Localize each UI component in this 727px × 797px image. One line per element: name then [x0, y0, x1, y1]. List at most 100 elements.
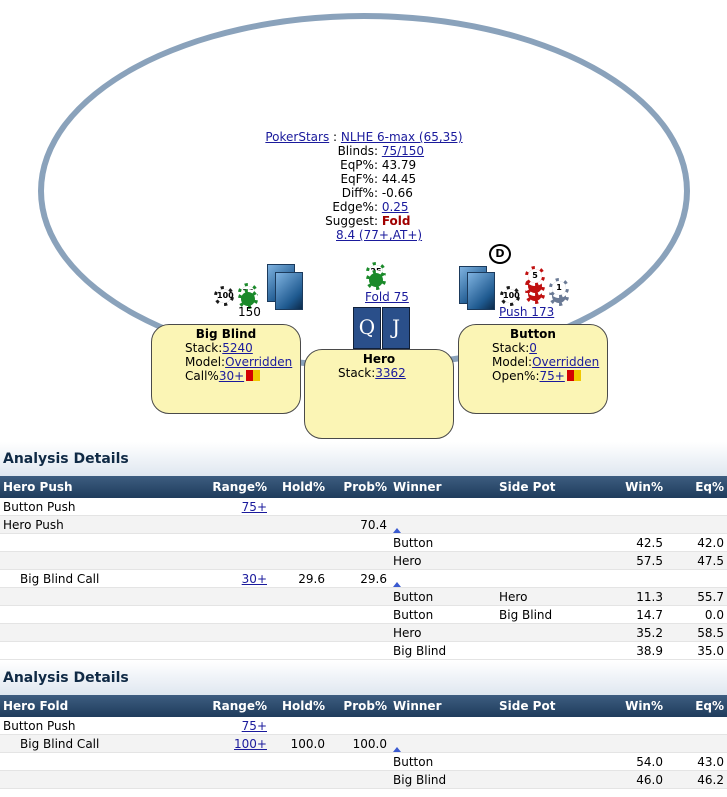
expand-triangle-icon[interactable]: ▲ — [393, 746, 401, 752]
range-link[interactable]: 100+ — [234, 736, 267, 751]
button-action-link[interactable]: Push 173 — [499, 305, 555, 319]
table-cell: 100.0 — [270, 734, 328, 753]
table-cell: 70.4 — [328, 515, 390, 534]
table-cell: Button — [390, 533, 496, 552]
edge-link[interactable]: 0.25 — [381, 200, 409, 214]
flag-yellow-icon — [253, 370, 261, 381]
bb-call-pct-link[interactable]: 30+ — [218, 369, 245, 383]
hero-action-link[interactable]: Fold 75 — [365, 290, 409, 304]
table-cell — [496, 752, 600, 771]
range-cell: 100+ — [130, 734, 270, 753]
analysis-table-hero-fold: Hero Fold Range% Hold% Prob% Winner Side… — [0, 695, 727, 789]
range-link[interactable]: 75+ — [241, 718, 267, 733]
table-cell — [600, 498, 666, 516]
table-cell — [666, 734, 727, 753]
table-cell — [496, 515, 600, 534]
table-cell — [0, 605, 130, 624]
table-row: Hero Push 70.4▲ — [0, 515, 727, 534]
table-cell — [496, 717, 600, 735]
site-game-separator: : — [329, 130, 341, 144]
table-cell: 43.0 — [666, 752, 727, 771]
table-cell: Hero — [496, 587, 600, 606]
table-cell: Hero Push — [0, 515, 130, 534]
flag-yellow-icon — [573, 370, 581, 381]
range-cell: 30+ — [130, 569, 270, 588]
analysis-table-hero-push: Hero Push Range% Hold% Prob% Winner Side… — [0, 476, 727, 660]
table-cell — [496, 641, 600, 660]
button-open-pct-link[interactable]: 75+ — [539, 369, 565, 383]
bb-card-back-icon — [275, 272, 303, 310]
table-cell — [270, 551, 328, 570]
table-cell — [0, 533, 130, 552]
table-cell — [0, 770, 130, 789]
table-cell — [328, 533, 390, 552]
info-label: EqP%: — [340, 158, 378, 172]
table-cell: 55.7 — [666, 587, 727, 606]
table-cell: 11.3 — [600, 587, 666, 606]
range-link[interactable]: 75+ — [241, 499, 267, 514]
model-label: Model: — [492, 355, 533, 369]
expand-triangle-icon[interactable]: ▲ — [393, 527, 401, 533]
table-cell — [270, 641, 328, 660]
stack-label: Stack: — [338, 366, 376, 380]
table-cell: 42.0 — [666, 533, 727, 552]
table-cell — [600, 569, 666, 588]
table-cell: 0.0 — [666, 605, 727, 624]
table-cell — [130, 623, 270, 642]
seat-name: Hero — [362, 352, 396, 366]
range-link[interactable]: 30+ — [241, 571, 267, 586]
analysis-title-2: Analysis Details — [0, 661, 727, 695]
table-cell — [270, 770, 328, 789]
dealer-button-icon: D — [489, 244, 511, 264]
chip-100-icon: 100 — [500, 286, 520, 306]
table-cell — [666, 498, 727, 516]
flag-red-icon — [566, 370, 574, 381]
button-model-link[interactable]: Overridden — [532, 355, 600, 369]
table-cell: 38.9 — [600, 641, 666, 660]
table-cell: Big Blind — [390, 770, 496, 789]
col-header: Hero Push — [0, 476, 130, 498]
game-link[interactable]: NLHE 6-max (65,35) — [340, 130, 463, 144]
table-cell: 58.5 — [666, 623, 727, 642]
range-link[interactable]: 8.4 (77+,AT+) — [336, 228, 423, 242]
table-cell — [328, 551, 390, 570]
col-header: Hold% — [270, 476, 328, 498]
col-header: Eq% — [666, 695, 727, 717]
table-cell — [130, 641, 270, 660]
hero-card-q: Q — [353, 307, 381, 349]
hero-stack-link[interactable]: 3362 — [375, 366, 406, 380]
table-cell — [496, 569, 600, 588]
col-header: Hero Fold — [0, 695, 130, 717]
bb-stack-link[interactable]: 5240 — [222, 341, 253, 355]
chip-100-icon: 100 — [214, 286, 234, 306]
table-cell: Big Blind Call — [0, 569, 130, 588]
seat-name: Big Blind — [195, 327, 257, 341]
table-cell — [0, 752, 130, 771]
table-cell — [666, 569, 727, 588]
expand-triangle-icon[interactable]: ▲ — [393, 581, 401, 587]
open-pct-label: Open%: — [492, 369, 540, 383]
button-stack-link[interactable]: 0 — [529, 341, 537, 355]
seat-name: Button — [510, 327, 556, 341]
site-link[interactable]: PokerStars — [265, 130, 330, 144]
eqf-value: 44.45 — [381, 172, 417, 186]
bb-model-link[interactable]: Overridden — [225, 355, 293, 369]
blinds-link[interactable]: 75/150 — [381, 144, 425, 158]
table-cell — [666, 717, 727, 735]
chip-25-stack-icon — [366, 270, 386, 290]
table-cell — [600, 515, 666, 534]
table-cell — [270, 717, 328, 735]
table-row: Button Push 75+ — [0, 717, 727, 735]
col-header: Hold% — [270, 695, 328, 717]
table-cell: Button Push — [0, 717, 130, 735]
table-cell — [130, 770, 270, 789]
table-cell: Button — [390, 587, 496, 606]
winner-cell: ▲ — [390, 734, 496, 753]
stack-label: Stack: — [185, 341, 223, 355]
table-cell — [496, 623, 600, 642]
